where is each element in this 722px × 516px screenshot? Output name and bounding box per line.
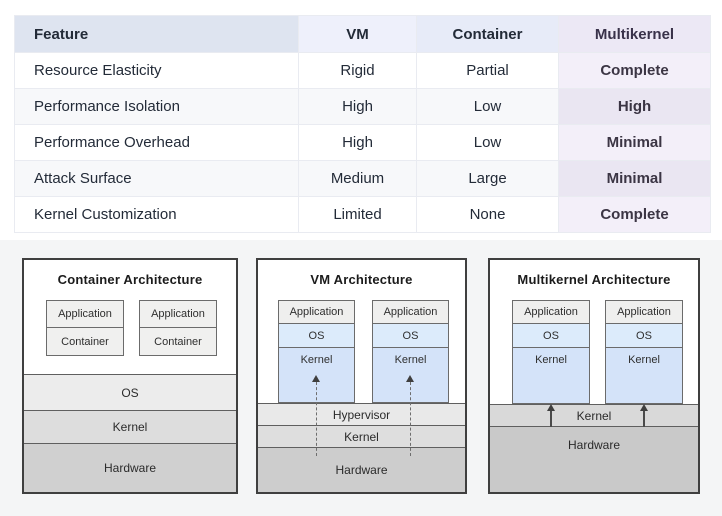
hardware-layer: Hardware (490, 426, 698, 492)
application-box: Application (278, 300, 355, 324)
container-stack-1: Application Container (46, 300, 124, 356)
kernel-layer: Kernel (24, 410, 236, 443)
multikernel-stack-1: Application OS Kernel (512, 300, 590, 404)
container-cell: Large (416, 160, 559, 197)
hardware-layer: Hardware (24, 443, 236, 492)
feature-cell: Kernel Customization (14, 196, 299, 233)
table-row: Kernel Customization Limited None Comple… (14, 196, 711, 233)
feature-cell: Attack Surface (14, 160, 299, 197)
diagram-title: Container Architecture (57, 272, 203, 287)
table-header-row: Feature VM Container Multikernel (14, 15, 711, 53)
up-arrow-icon (406, 375, 414, 382)
diagram-title: VM Architecture (310, 272, 413, 287)
vm-cell: Medium (298, 160, 417, 197)
os-box: OS (372, 323, 449, 348)
application-box: Application (46, 300, 124, 328)
container-box: Container (46, 327, 124, 356)
table-row: Performance Isolation High Low High (14, 88, 711, 125)
solid-arrow-line (550, 410, 552, 427)
multikernel-stack-2: Application OS Kernel (605, 300, 683, 404)
application-box: Application (372, 300, 449, 324)
up-arrow-icon (547, 404, 555, 411)
vm-cell: High (298, 124, 417, 161)
kernel-layer: Kernel (258, 425, 465, 447)
multikernel-cell: Complete (558, 196, 711, 233)
header-feature: Feature (14, 15, 299, 53)
application-box: Application (139, 300, 217, 328)
feature-cell: Resource Elasticity (14, 52, 299, 89)
container-cell: Partial (416, 52, 559, 89)
vm-cell: Rigid (298, 52, 417, 89)
kernel-box: Kernel (512, 347, 590, 404)
architecture-diagrams-section: Container Architecture Application Conta… (0, 240, 722, 516)
feature-cell: Performance Overhead (14, 124, 299, 161)
kernel-layer: Kernel (490, 404, 698, 426)
header-vm: VM (298, 15, 417, 53)
container-cell: Low (416, 124, 559, 161)
hardware-layer: Hardware (258, 447, 465, 492)
vm-cell: High (298, 88, 417, 125)
kernel-box: Kernel (605, 347, 683, 404)
os-layer: OS (24, 374, 236, 410)
header-container: Container (416, 15, 559, 53)
up-arrow-icon (312, 375, 320, 382)
dashed-arrow-line (410, 382, 411, 456)
multikernel-cell: Minimal (558, 124, 711, 161)
dashed-arrow-line (316, 382, 317, 456)
multikernel-cell: Complete (558, 52, 711, 89)
hypervisor-layer: Hypervisor (258, 403, 465, 425)
multikernel-cell: Minimal (558, 160, 711, 197)
container-architecture-diagram: Container Architecture Application Conta… (22, 258, 238, 494)
vm-cell: Limited (298, 196, 417, 233)
application-box: Application (512, 300, 590, 324)
table-row: Resource Elasticity Rigid Partial Comple… (14, 52, 711, 89)
container-box: Container (139, 327, 217, 356)
table-row: Attack Surface Medium Large Minimal (14, 160, 711, 197)
os-box: OS (605, 323, 683, 348)
os-box: OS (512, 323, 590, 348)
os-box: OS (278, 323, 355, 348)
multikernel-architecture-diagram: Multikernel Architecture Application OS … (488, 258, 700, 494)
comparison-table: Feature VM Container Multikernel Resourc… (14, 15, 711, 233)
container-cell: Low (416, 88, 559, 125)
table-row: Performance Overhead High Low Minimal (14, 124, 711, 161)
header-multikernel: Multikernel (558, 15, 711, 53)
vm-architecture-diagram: VM Architecture Application OS Kernel Ap… (256, 258, 467, 494)
up-arrow-icon (640, 404, 648, 411)
multikernel-cell: High (558, 88, 711, 125)
container-stack-2: Application Container (139, 300, 217, 356)
application-box: Application (605, 300, 683, 324)
feature-cell: Performance Isolation (14, 88, 299, 125)
solid-arrow-line (643, 410, 645, 427)
container-cell: None (416, 196, 559, 233)
vm-stack-2: Application OS Kernel (372, 300, 449, 403)
diagram-title: Multikernel Architecture (517, 272, 671, 287)
